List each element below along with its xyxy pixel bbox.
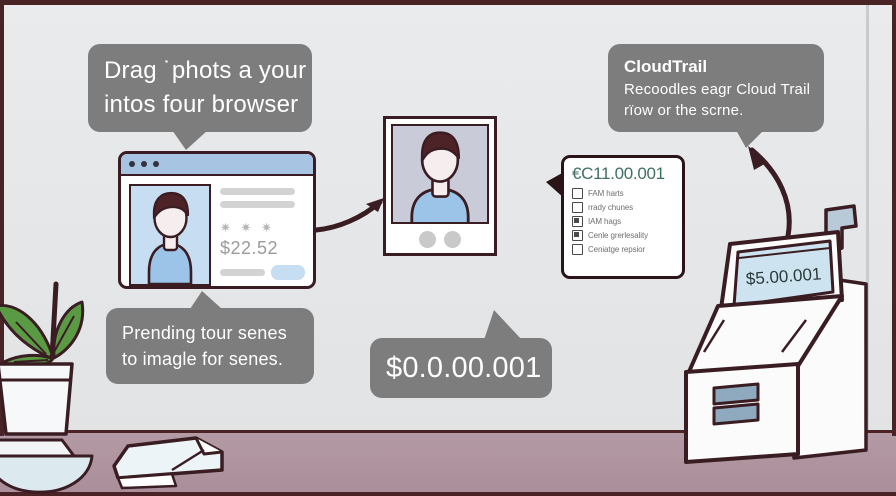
- checklist-item[interactable]: rrady chunes: [572, 202, 674, 213]
- frame-border-top: [0, 0, 896, 5]
- checklist-item-label: Ceniatge repsior: [588, 245, 646, 254]
- bubble-title: CloudTrail: [624, 57, 708, 76]
- photo-preview-image: [391, 124, 489, 224]
- checkbox[interactable]: [572, 230, 583, 241]
- checklist-item-label: FAM harts: [588, 189, 624, 198]
- checklist-item[interactable]: Ceniatge repsior: [572, 244, 674, 255]
- text-placeholder-line: [220, 188, 295, 195]
- product-details: ✷ ✷ ✷ $22.52: [220, 184, 305, 280]
- checkbox[interactable]: [572, 216, 583, 227]
- checkbox[interactable]: [572, 202, 583, 213]
- checklist-item[interactable]: FAM harts: [572, 188, 674, 199]
- product-actions: [220, 265, 305, 280]
- bubble-tail: [190, 291, 222, 309]
- stacked-notebooks: [0, 436, 224, 494]
- text-placeholder-line: [220, 201, 295, 208]
- price-bubble: $0.0.00.001: [370, 310, 552, 398]
- checklist-item[interactable]: IAM hags: [572, 216, 674, 227]
- bubble-line: Prending tour senes: [122, 323, 287, 343]
- bubble-tail: [736, 130, 764, 148]
- checklist-item[interactable]: Cenle grerlesality: [572, 230, 674, 241]
- rating-stars: ✷ ✷ ✷: [220, 220, 275, 235]
- product-image: [129, 184, 211, 286]
- checklist-item-label: IAM hags: [588, 217, 621, 226]
- cloudtrail-bubble: CloudTrail Recoodles eagr Cloud Trail rï…: [608, 44, 824, 148]
- receipt-total-amount: €C11.00.001: [572, 164, 665, 183]
- photo-controls: [391, 231, 489, 248]
- bubble-tail: [172, 130, 208, 150]
- checklist-item-label: Cenle grerlesality: [588, 231, 649, 240]
- browser-content: ✷ ✷ ✷ $22.52: [121, 176, 313, 286]
- bubble-line: Recoodles eagr Cloud Trail: [624, 81, 811, 98]
- text-placeholder-line: [220, 269, 265, 276]
- bubble-line: Drag ˙phots a your: [104, 57, 307, 84]
- browser-titlebar: [121, 154, 313, 176]
- frame-border-bottom: [0, 492, 896, 496]
- drag-photos-bubble: Drag ˙phots a your intos four browser: [88, 44, 312, 150]
- frame-border-left: [0, 0, 4, 436]
- checkbox[interactable]: [572, 244, 583, 255]
- checklist-item-label: rrady chunes: [588, 203, 634, 212]
- product-browser-window[interactable]: ✷ ✷ ✷ $22.52: [118, 151, 316, 289]
- bubble-tail: [484, 310, 522, 340]
- bubble-line: rïow or the scrne.: [624, 102, 744, 119]
- photo-preview-frame[interactable]: [383, 116, 497, 256]
- window-dot-close[interactable]: [129, 161, 135, 167]
- bubble-line: to imagle for senes.: [122, 349, 284, 369]
- photo-control-button[interactable]: [419, 231, 436, 248]
- prending-bubble: Prending tour senes to imagle for senes.: [106, 291, 314, 384]
- photo-control-button[interactable]: [444, 231, 461, 248]
- receipt-pointer: [546, 172, 564, 198]
- window-dot-maximize[interactable]: [153, 161, 159, 167]
- receipt-checklist-card[interactable]: €C11.00.001 FAM harts rrady chunes IAM h…: [546, 155, 685, 279]
- add-to-cart-button[interactable]: [271, 265, 305, 280]
- bubble-line: intos four browser: [104, 91, 299, 118]
- bubble-price-amount: $0.0.00.001: [386, 352, 542, 384]
- frame-border-right: [892, 0, 896, 436]
- avatar-illustration: [147, 191, 193, 284]
- product-price: $22.52: [220, 238, 279, 258]
- avatar-illustration: [410, 131, 470, 222]
- potted-plant: [0, 281, 85, 436]
- wall-panel-divider: [866, 0, 869, 432]
- window-dot-minimize[interactable]: [141, 161, 147, 167]
- checkbox[interactable]: [572, 188, 583, 199]
- pos-terminal[interactable]: $5.00.001: [676, 196, 882, 466]
